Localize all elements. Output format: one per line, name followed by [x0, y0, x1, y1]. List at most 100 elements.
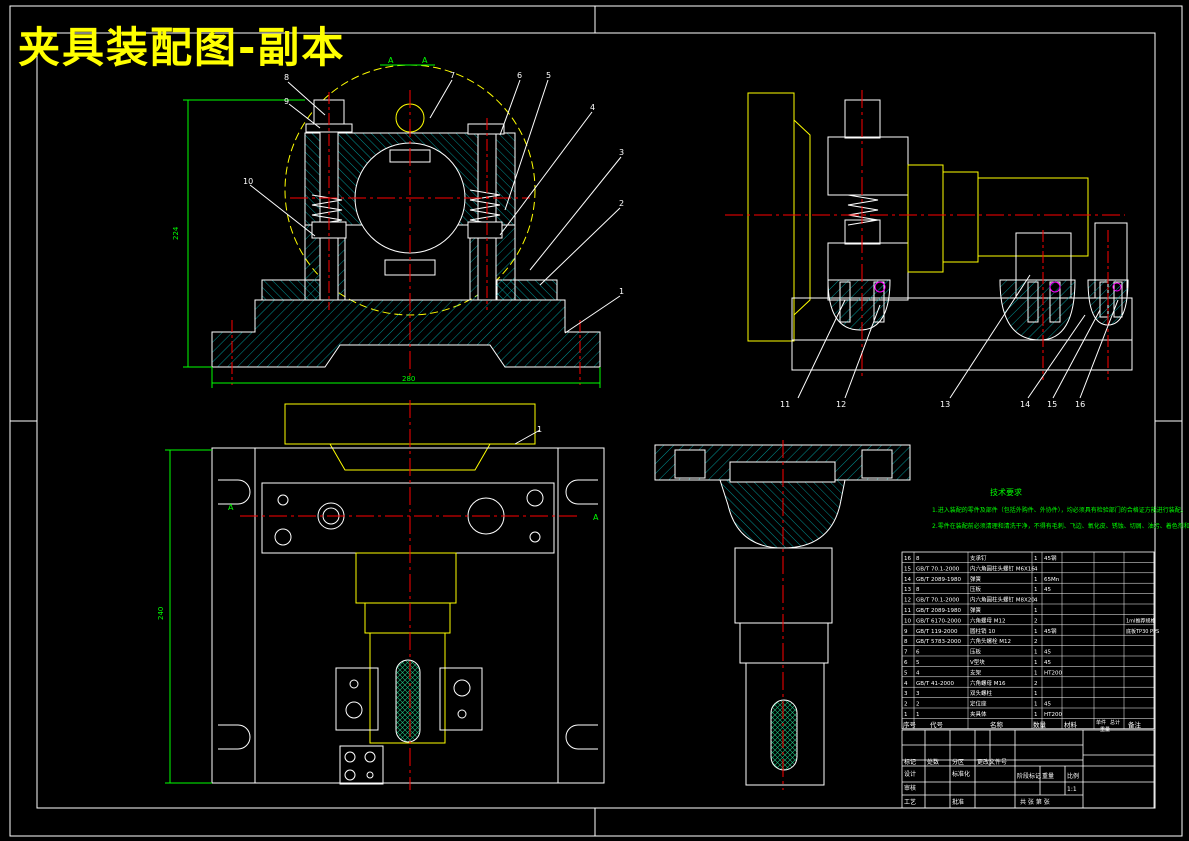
- bom-cell: 2: [1034, 681, 1038, 687]
- section-mark-a3: A: [228, 503, 234, 512]
- bom-cell: 11: [904, 608, 911, 614]
- bom-cell: 7: [904, 650, 908, 656]
- bom-cell: 1: [1034, 660, 1038, 666]
- bom-cell: 支架: [970, 668, 982, 676]
- bom-cell: GB/T 5783-2000: [916, 639, 961, 645]
- bom-cell: 1: [916, 712, 920, 718]
- section-mark-a4: A: [593, 513, 599, 522]
- balloon-6: 6: [517, 71, 522, 80]
- balloon-8: 8: [284, 73, 289, 82]
- bom-cell: 1: [1034, 556, 1038, 562]
- bom-cell: 6: [916, 650, 920, 656]
- bom-cell: 1: [1034, 670, 1038, 676]
- balloon-11: 11: [780, 400, 790, 409]
- bom-cell: V型块: [970, 658, 985, 666]
- tb-process: 工艺: [904, 798, 916, 806]
- balloon-9: 9: [284, 97, 289, 106]
- bom-cell: 16: [904, 556, 911, 562]
- bom-cell: 12: [904, 598, 911, 604]
- bom-cell: 65Mn: [1044, 577, 1060, 583]
- bom-cell: 1: [1034, 691, 1038, 697]
- bom-cell: 夹具体: [970, 710, 987, 718]
- bom-border: [901, 551, 1155, 730]
- bom-cell: 4: [1034, 566, 1038, 572]
- tb-count: 处数: [927, 758, 939, 766]
- bom-cell: GB/T 70.1-2000: [916, 566, 960, 572]
- bom-cell: 45: [1044, 650, 1051, 656]
- bom-cell: 内六角圆柱头螺钉 M8X20: [970, 596, 1035, 604]
- bom-cell: 9: [904, 629, 908, 635]
- balloon-2: 2: [619, 199, 624, 208]
- balloon-14: 14: [1020, 400, 1030, 409]
- tb-check: 审核: [904, 784, 916, 792]
- bom-cell: 2: [916, 702, 920, 708]
- bom-cell: 2: [1034, 639, 1038, 645]
- bom-cell: GB/T 2089-1980: [916, 608, 961, 614]
- bom-cell: 压板: [970, 585, 982, 593]
- tb-weight: 重量: [1042, 772, 1054, 780]
- balloon-16: 16: [1075, 400, 1085, 409]
- balloon-13: 13: [940, 400, 950, 409]
- bom-cell: 45钢: [1044, 554, 1057, 562]
- bom-cell: GB/T 2089-1980: [916, 577, 961, 583]
- tb-ratio: 比例: [1067, 772, 1079, 780]
- tb-design: 设计: [904, 770, 916, 778]
- balloon-15: 15: [1047, 400, 1057, 409]
- bom-header-code: 代号: [930, 720, 944, 729]
- notes-line-2: 2.零件在装配前必须清理和清洗干净，不得有毛刺、飞边、氧化皮、锈蚀、切屑、油污、…: [932, 522, 1189, 530]
- bom-cell: 45: [1044, 660, 1051, 666]
- bom-cell: 6: [904, 660, 908, 666]
- bom-cell: 1: [904, 712, 908, 718]
- bom-cell: HT200: [1044, 670, 1062, 676]
- bom-cell: 15: [904, 566, 911, 572]
- balloon-1: 1: [619, 287, 624, 296]
- tb-stage: 阶段标记: [1017, 772, 1041, 780]
- balloon-12: 12: [836, 400, 846, 409]
- bom-cell: 弹簧: [970, 575, 982, 583]
- section-mark-a1: A: [388, 56, 394, 65]
- side-view: 11 12 13 14 15 16: [725, 90, 1133, 409]
- depth-dimension: 240: [157, 607, 165, 620]
- balloon-7: 7: [450, 71, 455, 80]
- bom-header-material: 材料: [1064, 720, 1078, 729]
- tb-standard: 标准化: [952, 770, 970, 778]
- drawing-frame: [9, 5, 1183, 837]
- bom-cell: 1: [1034, 702, 1038, 708]
- bom-cell: GB/T 6170-2000: [916, 618, 961, 624]
- bom-cell: GB/T 41-2000: [916, 681, 954, 687]
- bom-cell: 内六角圆柱头螺钉 M6X16: [970, 564, 1035, 572]
- bom-header-total-weight: 总计: [1110, 719, 1120, 726]
- bom-cell: 3: [916, 691, 920, 697]
- bom-cell: 3: [904, 691, 908, 697]
- balloon-10: 10: [243, 177, 253, 186]
- tb-mark: 标记: [904, 758, 916, 766]
- bom-cell: 4: [916, 670, 920, 676]
- bom-cell: 14: [904, 577, 911, 583]
- bom-header-qty: 数量: [1033, 720, 1047, 729]
- tb-approve: 批准: [952, 798, 964, 806]
- bom-cell: 1: [1034, 712, 1038, 718]
- tb-scale: 1:1: [1067, 786, 1077, 793]
- tb-doc-no: 更改文件号: [977, 758, 1007, 766]
- bom-cell: 六角螺母 M16: [970, 679, 1006, 687]
- balloon-top-1: 1: [537, 425, 542, 434]
- bom-header-unit-weight: 单件: [1096, 719, 1106, 726]
- bom-header-name: 名称: [990, 720, 1004, 729]
- bom-cell: 定位座: [970, 700, 987, 708]
- bom-cell: 8: [916, 587, 920, 593]
- notes-line-1: 1.进入装配的零件及部件（包括外购件、外协件），均必须具有检验部门的合格证方能进…: [932, 506, 1187, 514]
- bom-cell: 8: [904, 639, 908, 645]
- section-mark-a2: A: [422, 56, 428, 65]
- bom-cell: 六角头螺栓 M12: [970, 637, 1011, 645]
- bom-cell: 支承钉: [970, 554, 987, 562]
- bom-cell: 45: [1044, 702, 1051, 708]
- bom-cell: 45钢: [1044, 627, 1057, 635]
- bom-side-note-2: 底板TP30 PPS: [1126, 628, 1159, 635]
- bom-cell: 5: [916, 660, 920, 666]
- bom-cell: HT200: [1044, 712, 1062, 718]
- bom-cell: 2: [904, 702, 908, 708]
- technical-notes: 技术要求 1.进入装配的零件及部件（包括外购件、外协件），均必须具有检验部门的合…: [932, 487, 1189, 530]
- bom-cell: 5: [904, 670, 908, 676]
